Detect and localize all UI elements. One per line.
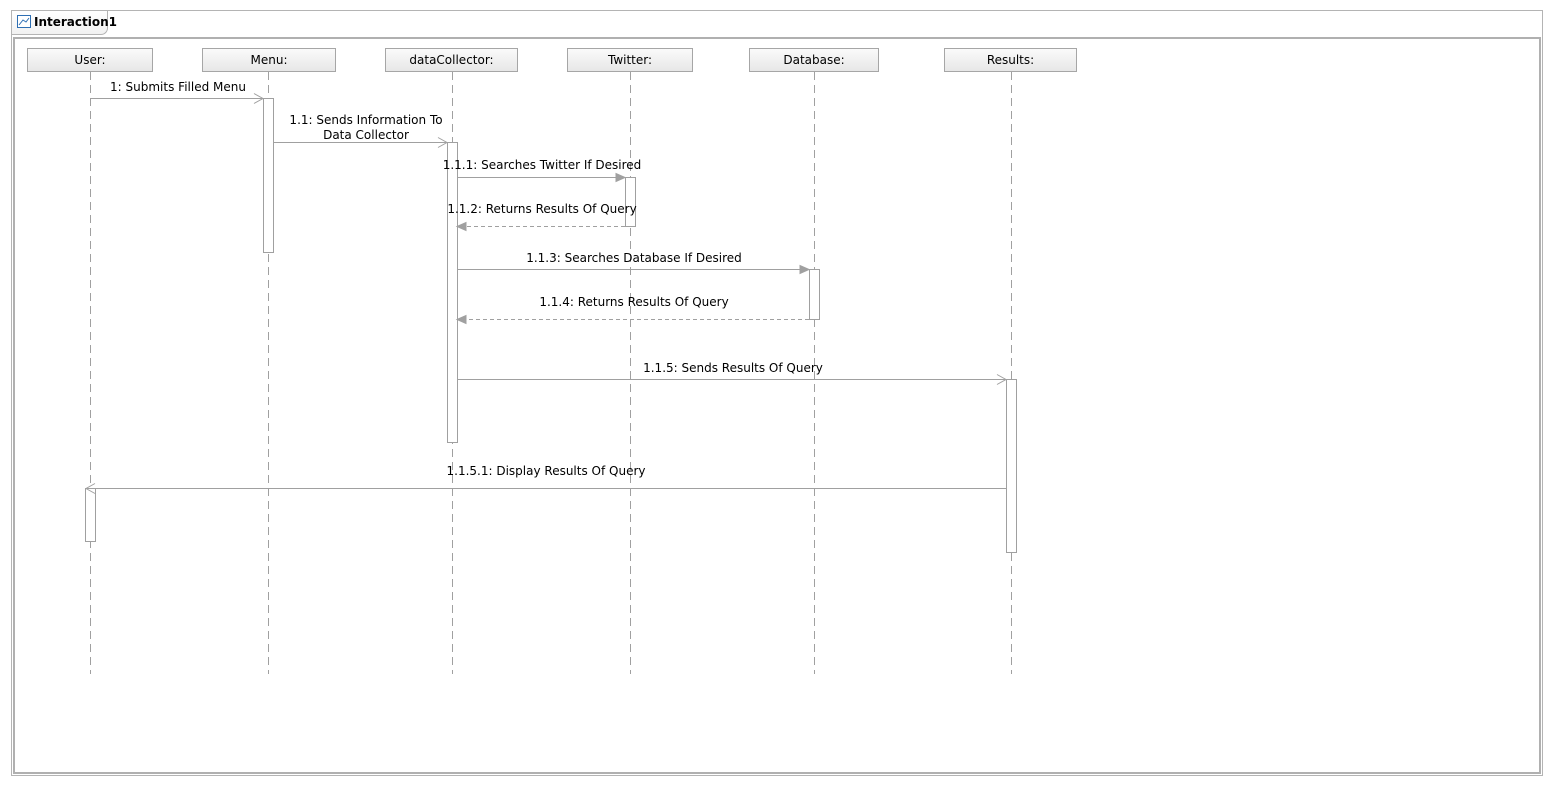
arrowhead-m1-1-2 [455,221,467,232]
activation-bar-user [85,488,96,542]
message-label-m1-1-5[interactable]: 1.1.5: Sends Results Of Query [643,361,823,375]
lifeline-head-results[interactable]: Results: [944,48,1077,72]
activation-bar-database [809,269,820,320]
diagram-canvas [13,37,1541,774]
lifeline-head-datacollector[interactable]: dataCollector: [385,48,518,72]
activation-bar-twitter [625,177,636,227]
activation-bar-menu [263,98,274,253]
arrowhead-m1-1-5-1 [84,483,96,494]
message-label-m1[interactable]: 1: Submits Filled Menu [110,80,246,94]
sequence-diagram-icon [17,15,31,28]
frame-title: Interaction1 [34,15,117,29]
lifeline-head-twitter[interactable]: Twitter: [567,48,693,72]
arrowhead-m1-1-3 [799,264,811,275]
message-label-m1-1-3[interactable]: 1.1.3: Searches Database If Desired [526,251,742,265]
lifeline-head-menu[interactable]: Menu: [202,48,336,72]
arrowhead-m1-1 [437,137,449,148]
activation-bar-results [1006,379,1017,553]
arrowhead-m1-1-4 [455,314,467,325]
message-label-m1-1-1[interactable]: 1.1.1: Searches Twitter If Desired [442,158,642,172]
arrowhead-m1 [253,93,265,104]
arrowhead-m1-1-5 [996,374,1008,385]
message-label-m1-1-5-1[interactable]: 1.1.5.1: Display Results Of Query [446,464,646,478]
interaction-frame [11,10,1543,776]
lifeline-head-database[interactable]: Database: [749,48,879,72]
arrowhead-m1-1-1 [615,172,627,183]
message-label-m1-1-4[interactable]: 1.1.4: Returns Results Of Query [539,295,729,309]
message-label-m1-1-2[interactable]: 1.1.2: Returns Results Of Query [447,202,637,216]
lifeline-head-user[interactable]: User: [27,48,153,72]
activation-bar-datacollector [447,142,458,443]
